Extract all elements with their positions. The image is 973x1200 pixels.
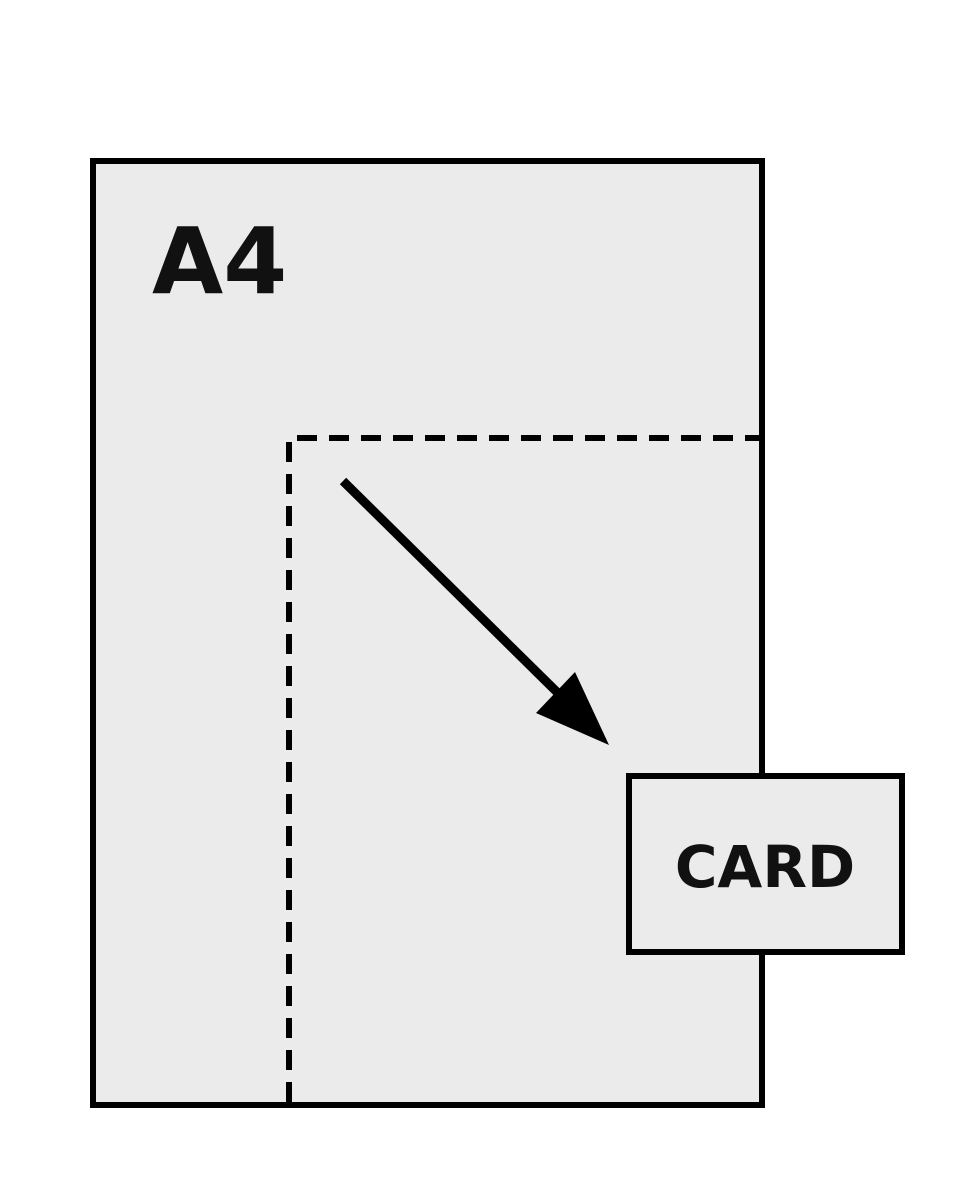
arrow-shaft	[339, 477, 569, 704]
card-label: CARD	[675, 833, 855, 901]
arrow-down-right-icon	[339, 477, 609, 745]
arrow-head	[536, 672, 609, 745]
fold-guide-dashed	[286, 435, 760, 1102]
a4-label: A4	[152, 208, 287, 315]
card-box	[626, 773, 905, 955]
